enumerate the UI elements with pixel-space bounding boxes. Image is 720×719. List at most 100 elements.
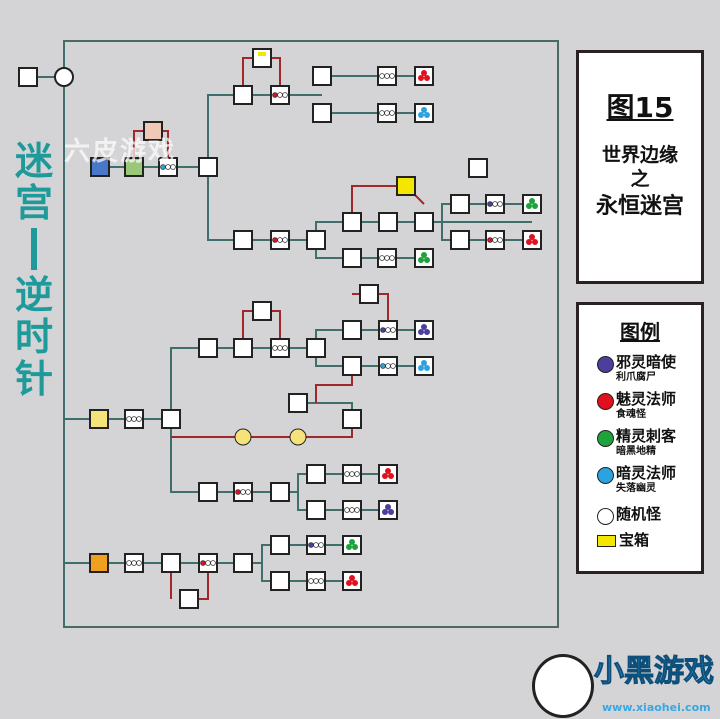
path-line <box>280 473 388 493</box>
monster-dot-icon <box>385 504 391 510</box>
room-node <box>161 409 181 429</box>
monster-slot-icon <box>389 255 395 261</box>
room-node <box>198 338 218 358</box>
monster-dot-icon <box>424 365 430 371</box>
monster-slot-icon <box>344 471 350 477</box>
legend-label: 邪灵暗使 <box>616 353 677 371</box>
monster-dot-icon <box>382 473 388 479</box>
side-title-counterclockwise: 逆时针 <box>14 273 53 401</box>
monster-slot-icon <box>126 560 132 566</box>
monster-slot-icon <box>389 73 395 79</box>
monster-slot-icon <box>349 471 355 477</box>
monster-slot-icon <box>272 92 278 98</box>
room-node <box>270 482 290 502</box>
legend-label: 暗灵法师 <box>616 464 677 482</box>
monster-dot-icon <box>424 329 430 335</box>
monster-slot-icon <box>282 237 288 243</box>
monster-slot-icon <box>282 92 288 98</box>
chest-icon <box>258 52 266 56</box>
monster-slot-icon <box>497 237 503 243</box>
room-node <box>342 409 362 429</box>
title-line2: 之 <box>630 168 650 190</box>
alt-path <box>171 419 353 438</box>
room-node <box>124 157 144 177</box>
monster-slot-icon <box>136 560 142 566</box>
monster-slot-icon <box>277 345 283 351</box>
monster-slot-icon <box>379 73 385 79</box>
monster-dot-icon <box>352 544 358 550</box>
room-node <box>198 157 218 177</box>
site-logo: 小黑游戏 www.xiaohei.com <box>530 652 720 719</box>
monster-dot-icon <box>424 112 430 118</box>
room-node <box>233 338 253 358</box>
monster-dot-icon <box>388 473 394 479</box>
monster-slot-icon <box>497 201 503 207</box>
monster-slot-icon <box>136 416 142 422</box>
room-node <box>233 85 253 105</box>
monster-slot-icon <box>308 578 314 584</box>
monster-dot-icon <box>346 544 352 550</box>
monster-slot-icon <box>354 471 360 477</box>
monster-slot-icon <box>313 578 319 584</box>
monster-slot-icon <box>390 327 396 333</box>
monster-dot-icon <box>421 360 427 366</box>
room-node <box>342 356 362 376</box>
legend-panel: 图例 邪灵暗使利爪腐尸魅灵法师食魂怪精灵刺客暗黑地精暗灵法师失落幽灵随机怪 宝箱 <box>576 302 704 574</box>
monster-slot-icon <box>349 507 355 513</box>
logo-name: 小黑游戏 <box>594 654 715 690</box>
monster-dot-icon <box>529 234 535 240</box>
legend-item: 随机怪 <box>597 505 701 525</box>
monster-slot-icon <box>205 560 211 566</box>
legend-sublabel: 食魂怪 <box>616 409 646 420</box>
monster-dot-icon <box>532 203 538 209</box>
monster-dot-icon <box>597 508 614 525</box>
chest-node <box>396 176 416 196</box>
monster-slot-icon <box>379 255 385 261</box>
room-node <box>270 571 290 591</box>
monster-dot-icon <box>421 70 427 76</box>
monster-slot-icon <box>210 560 216 566</box>
legend-heading: 图例 <box>620 320 660 344</box>
path-line <box>170 419 280 493</box>
legend-item: 精灵刺客暗黑地精 <box>597 427 701 458</box>
entrance-node <box>54 67 74 87</box>
monster-dot-icon <box>352 580 358 586</box>
monster-slot-icon <box>380 327 386 333</box>
legend-label: 随机怪 <box>616 505 662 523</box>
monster-dot-icon <box>526 203 532 209</box>
monster-slot-icon <box>277 237 283 243</box>
title-panel: 图15 世界边缘 之 永恒迷宫 <box>576 50 704 284</box>
monster-slot-icon <box>282 345 288 351</box>
monster-slot-icon <box>200 560 206 566</box>
room-node <box>233 230 253 250</box>
monster-dot-icon <box>346 580 352 586</box>
room-node <box>450 230 470 250</box>
room-node <box>342 212 362 232</box>
room-node <box>306 464 326 484</box>
monster-slot-icon <box>379 110 385 116</box>
monster-slot-icon <box>126 416 132 422</box>
legend-item: 暗灵法师失落幽灵 <box>597 464 701 495</box>
legend-label: 精灵刺客 <box>616 427 677 445</box>
monster-dot-icon <box>532 239 538 245</box>
path-line <box>243 544 352 564</box>
monster-dot-icon <box>382 509 388 515</box>
npc-icon <box>234 428 252 446</box>
monster-slot-icon <box>170 164 176 170</box>
monster-dot-icon <box>418 112 424 118</box>
room-node <box>414 212 434 232</box>
monster-slot-icon <box>272 345 278 351</box>
monster-dot-icon <box>597 356 614 373</box>
room-node <box>468 158 488 178</box>
monster-slot-icon <box>354 507 360 513</box>
legend-sublabel: 暗黑地精 <box>616 446 656 457</box>
room-node <box>342 320 362 340</box>
room-node <box>89 553 109 573</box>
monster-slot-icon <box>384 255 390 261</box>
room-node <box>312 103 332 123</box>
monster-dot-icon <box>597 430 614 447</box>
monster-slot-icon <box>389 110 395 116</box>
title-line3: 永恒迷宫 <box>595 194 684 219</box>
monster-slot-icon <box>235 489 241 495</box>
room-node <box>179 589 199 609</box>
